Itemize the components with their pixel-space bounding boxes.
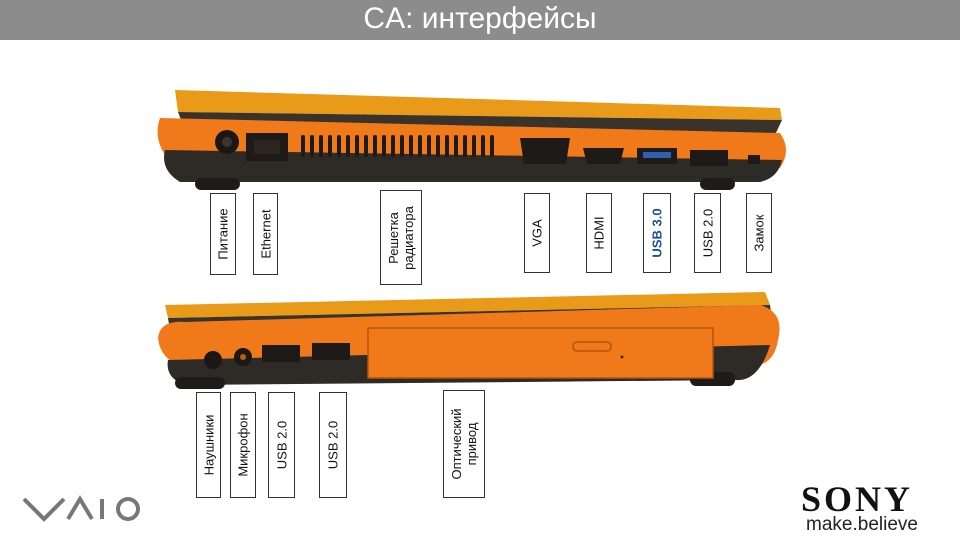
label-usb2-a: USB 2.0 [268,392,295,498]
usb2-port-a [262,345,300,362]
laptop-left-side [158,292,780,389]
lock-slot [748,155,760,164]
label-headphones: Наушники [196,392,221,498]
title-bar [0,0,960,40]
label-hdmi: HDMI [586,193,612,273]
headphone-jack [204,351,222,369]
label-lock: Замок [746,193,772,273]
sony-logo: SONY [800,479,914,519]
label-vent: Решетка радиатора [380,190,422,285]
vga-port [520,138,570,164]
vaio-logo [22,495,140,522]
slide-title: CA: интерфейсы [363,2,597,35]
optical-drive [367,327,714,379]
sony-tagline: make.believe [806,514,918,535]
label-mic: Микрофон [230,392,256,498]
label-vga: VGA [524,193,550,273]
laptop-right-side [157,90,787,190]
label-optical: Оптический привод [443,390,485,498]
label-usb2-b: USB 2.0 [319,392,347,498]
hdmi-port [583,148,624,164]
label-usb2: USB 2.0 [694,193,721,273]
usb2-port-b [312,343,350,360]
label-ethernet: Ethernet [253,193,278,275]
label-usb3: USB 3.0 [643,193,671,273]
label-power: Питание [210,193,236,275]
vent-grille [301,135,494,157]
usb2-port [690,150,728,166]
